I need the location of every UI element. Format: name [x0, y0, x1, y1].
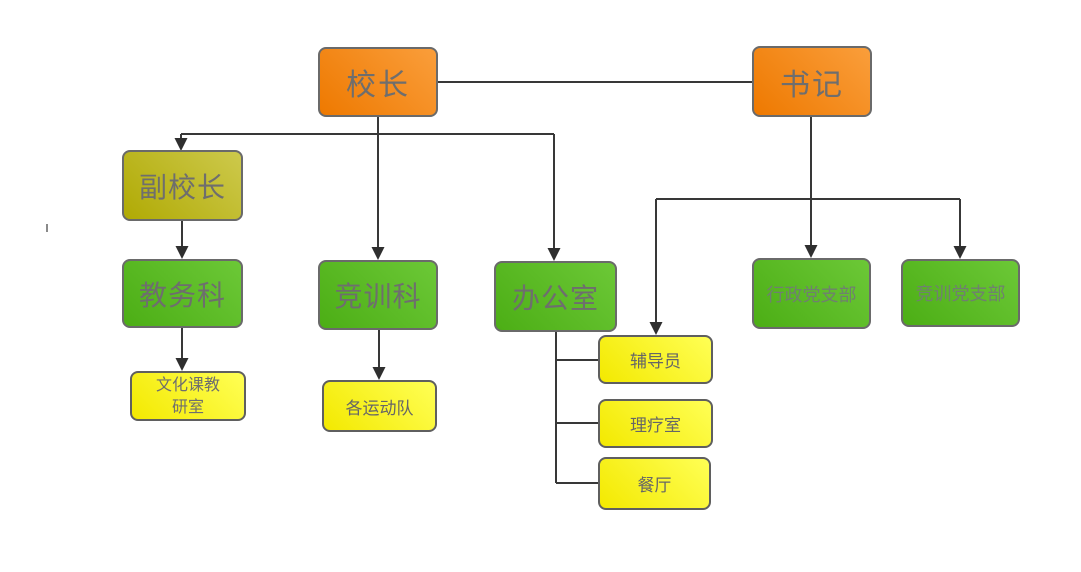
arrowhead-counselor [649, 322, 663, 335]
node-culture-course-office-label: 文化课教研室 [155, 375, 220, 416]
arrowhead-competition-party [953, 246, 967, 259]
node-principal-label: 校长 [346, 68, 410, 103]
edge-office-bracket [555, 332, 598, 484]
arrowhead-vice-principal [174, 138, 188, 151]
node-counselor: 辅导员 [598, 335, 713, 384]
node-secretary: 书记 [752, 46, 872, 117]
node-admin-party-branch-label: 行政党支部 [766, 284, 857, 306]
node-vice-principal-label: 副校长 [138, 170, 226, 204]
node-competition-training: 竞训科 [318, 260, 438, 330]
node-competition-party-branch: 竞训党支部 [901, 259, 1020, 327]
arrowhead-competition-training [371, 247, 385, 260]
node-competition-party-branch-label: 竞训党支部 [915, 284, 1006, 305]
node-secretary-label: 书记 [780, 67, 844, 103]
node-physiotherapy-room-label: 理疗室 [630, 416, 681, 436]
node-counselor-label: 辅导员 [630, 352, 681, 372]
node-academic-affairs-label: 教务科 [138, 278, 226, 312]
arrowhead-office [547, 248, 561, 261]
node-academic-affairs: 教务科 [122, 259, 243, 328]
node-office-label: 办公室 [511, 281, 599, 315]
edge-principal-trunk [181, 117, 554, 135]
edge-secretary-trunk [656, 117, 960, 200]
node-vice-principal: 副校长 [122, 150, 243, 221]
node-physiotherapy-room: 理疗室 [598, 399, 713, 448]
arrowhead-sports-teams [372, 367, 386, 380]
node-culture-course-office: 文化课教研室 [130, 371, 246, 421]
node-office: 办公室 [494, 261, 617, 332]
node-dining-hall: 餐厅 [598, 457, 711, 510]
node-sports-teams-label: 各运动队 [345, 398, 414, 419]
arrowhead-academic-affairs [175, 246, 189, 259]
node-principal: 校长 [318, 47, 438, 117]
node-dining-hall-label: 餐厅 [637, 476, 672, 496]
arrowhead-culture-course [175, 358, 189, 371]
node-sports-teams: 各运动队 [322, 380, 437, 432]
node-admin-party-branch: 行政党支部 [752, 258, 871, 329]
node-competition-training-label: 竞训科 [334, 280, 422, 313]
arrowhead-admin-party [804, 245, 818, 258]
